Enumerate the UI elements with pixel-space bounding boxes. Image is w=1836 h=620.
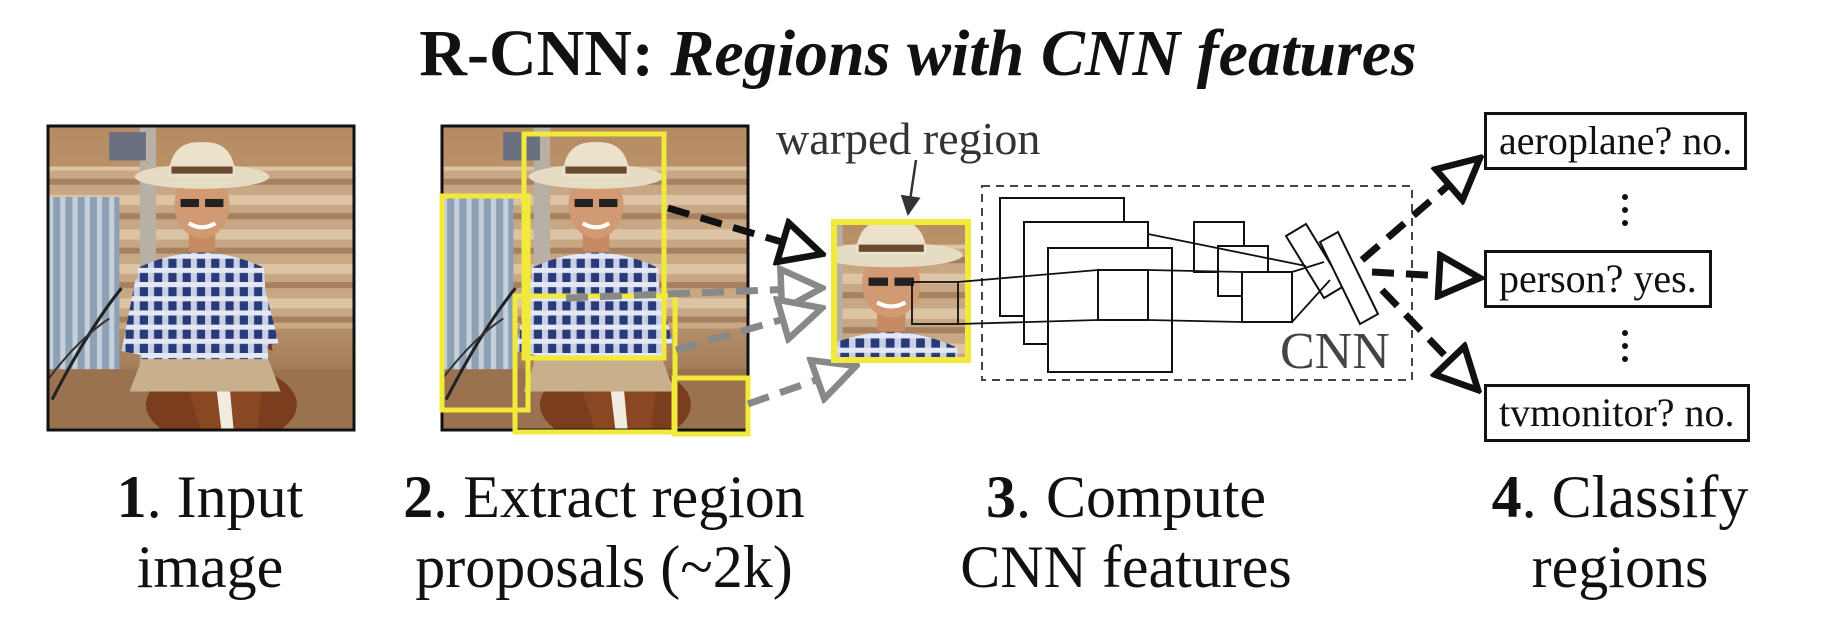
step-text: proposals (~2k) [415, 534, 793, 600]
step-number: 2 [403, 464, 434, 530]
arrow-to-aeroplane [1359, 158, 1480, 263]
conv-kernel-2 [1241, 271, 1293, 323]
step-text: CNN features [960, 534, 1292, 600]
warped-region [831, 159, 971, 363]
step-3-caption: 3. Compute CNN features [936, 462, 1316, 602]
proposal-box-horse [512, 293, 678, 435]
class-box-tvmonitor: tvmonitor? no. [1484, 384, 1750, 442]
classify-arrows [1359, 158, 1480, 390]
warped-region-label: warped region [776, 113, 1041, 164]
arrow-gray-proposal-2 [675, 308, 822, 354]
proposal-arrows [565, 204, 856, 408]
step-text: image [136, 534, 284, 600]
step-1-caption: 1. Input image [90, 462, 330, 602]
proposals-image [440, 124, 750, 432]
proposal-boxes [439, 131, 751, 437]
arrow-to-person [1371, 272, 1480, 278]
proposal-box-fence [439, 193, 531, 413]
warped-region-pointer [900, 159, 921, 216]
step-number: 4 [1491, 464, 1522, 530]
ellipsis-icon [1620, 194, 1630, 233]
step-text: regions [1531, 534, 1709, 600]
title-prefix: R-CNN: [419, 17, 654, 90]
diagram-title: R-CNN: Regions with CNN features [0, 14, 1836, 94]
input-image [46, 124, 356, 432]
projection-lines [911, 233, 1331, 325]
arrow-gray-proposal-1 [565, 288, 822, 298]
ellipsis-icon [1620, 330, 1630, 369]
cnn-label: CNN [1280, 323, 1390, 380]
step-text: . Classify [1521, 464, 1749, 530]
class-box-aeroplane: aeroplane? no. [1484, 112, 1748, 170]
cnn-network [911, 185, 1413, 381]
fc-layer-2 [1318, 230, 1380, 326]
step-number: 1 [116, 464, 147, 530]
conv-kernel-1 [1097, 269, 1149, 321]
arrow-to-tvmonitor [1379, 287, 1478, 390]
class-box-person: person? yes. [1484, 250, 1712, 308]
step-4-caption: 4. Classify regions [1470, 462, 1770, 602]
proposal-box-person [521, 131, 667, 361]
step-number: 3 [986, 464, 1016, 530]
title-italic: Regions with CNN features [670, 17, 1417, 90]
step-text: . Extract region [433, 464, 805, 530]
step-text: . Input [146, 464, 304, 530]
proposal-box-small [671, 375, 751, 437]
step-2-caption: 2. Extract region proposals (~2k) [384, 462, 824, 602]
arrow-dark-proposal [666, 204, 822, 254]
cnn-dashed-box [981, 185, 1413, 381]
arrow-gray-proposal-3 [746, 366, 856, 408]
step-text: . Compute [1016, 464, 1266, 530]
